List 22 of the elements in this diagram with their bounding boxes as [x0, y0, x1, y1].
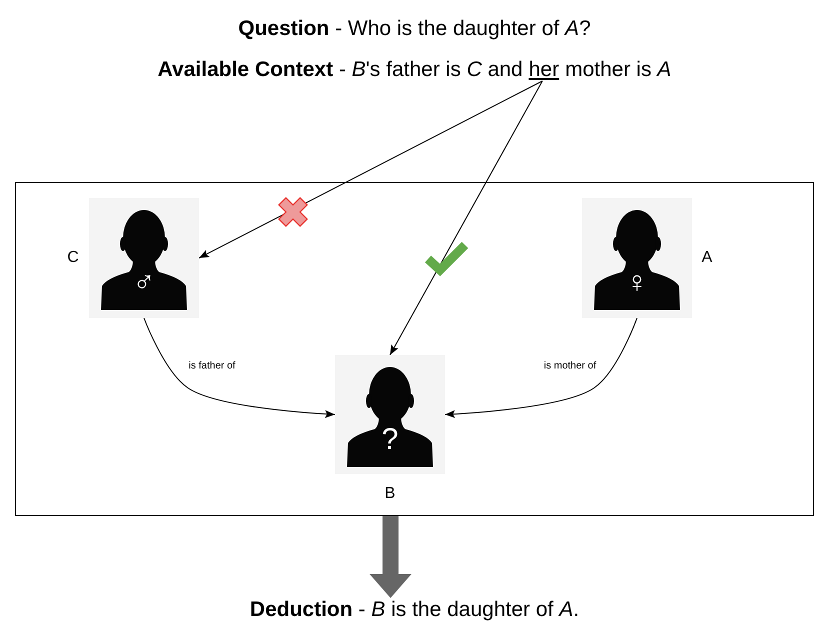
- edge-label: is mother of: [542, 360, 598, 372]
- node-letter: A: [702, 249, 712, 267]
- question-text: Question - Who is the daughter of A?: [238, 17, 591, 40]
- arrow: [390, 80, 543, 356]
- underlined-word: her: [528, 58, 560, 81]
- arrow: [198, 80, 543, 258]
- symbol-text: ♀: [624, 268, 650, 298]
- frame-box: [15, 182, 814, 516]
- deduction-text: Deduction - B is the daughter of A.: [250, 598, 580, 621]
- symbol-text: ♂: [132, 268, 156, 298]
- block-arrow: [370, 516, 412, 598]
- portrait-card: [89, 198, 199, 318]
- arrow: [144, 318, 336, 418]
- context-text: mother is A: [565, 58, 672, 81]
- edge-label: is father of: [188, 360, 236, 372]
- portrait-card: [335, 355, 445, 474]
- node-letter: C: [67, 249, 79, 267]
- symbol-text: ?: [380, 425, 400, 455]
- arrow: [444, 318, 638, 418]
- portrait-card: [582, 198, 692, 318]
- context-text: Available Context - B's father is C and: [158, 58, 523, 81]
- node-letter: B: [384, 485, 396, 503]
